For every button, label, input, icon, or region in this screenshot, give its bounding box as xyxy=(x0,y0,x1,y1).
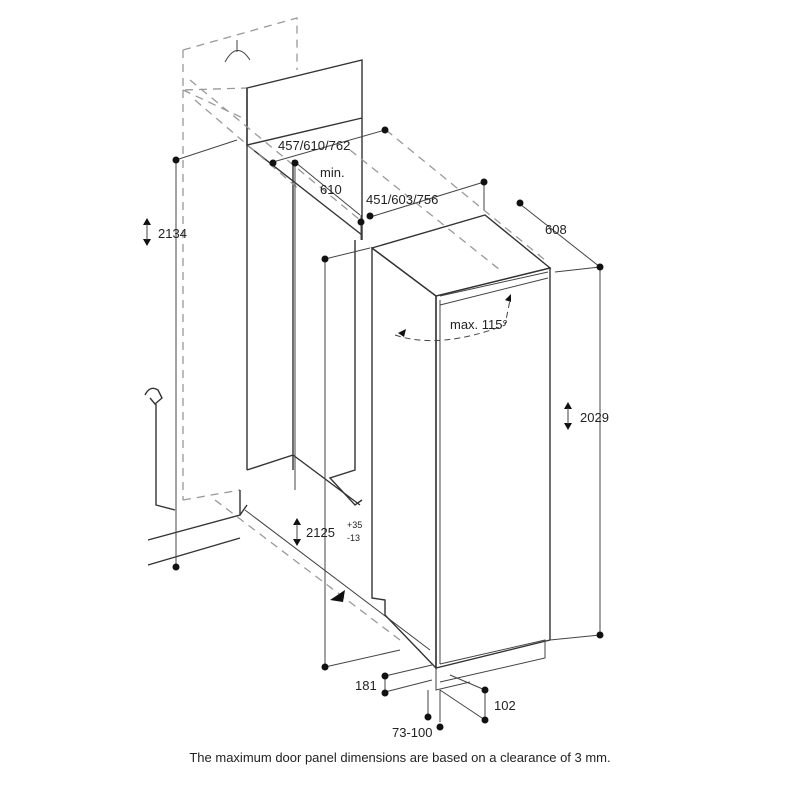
caption: The maximum door panel dimensions are ba… xyxy=(189,750,611,765)
plinth-height-label: 181 xyxy=(355,678,377,693)
top-panel xyxy=(246,59,363,146)
appliance-width-label: 451/603/756 xyxy=(366,192,438,207)
door-angle-label: max. 115° xyxy=(450,317,508,332)
height-arrow-icons xyxy=(143,218,572,546)
plinth-depth-label: 102 xyxy=(494,698,516,713)
appliance-height-label: 2029 xyxy=(580,410,609,425)
upper-cabinet-outline xyxy=(182,17,298,500)
appliance-depth-label: 608 xyxy=(545,222,567,237)
panel-tolerance-plus: +35 xyxy=(347,520,362,530)
plinth-offset-label: 73-100 xyxy=(392,725,432,740)
dimension-dots xyxy=(172,126,604,731)
min-depth-label: min. xyxy=(320,165,345,180)
panel-tolerance-minus: -13 xyxy=(347,533,360,543)
min-depth-value: 610 xyxy=(320,182,342,197)
panel-height-label: 2125 xyxy=(306,525,335,540)
niche xyxy=(147,79,546,651)
niche-height-label: 2134 xyxy=(158,226,187,241)
water-connection-icon xyxy=(144,387,176,511)
niche-width-label: 457/610/762 xyxy=(278,138,350,153)
dimension-lines xyxy=(175,129,601,722)
appliance xyxy=(370,214,552,691)
